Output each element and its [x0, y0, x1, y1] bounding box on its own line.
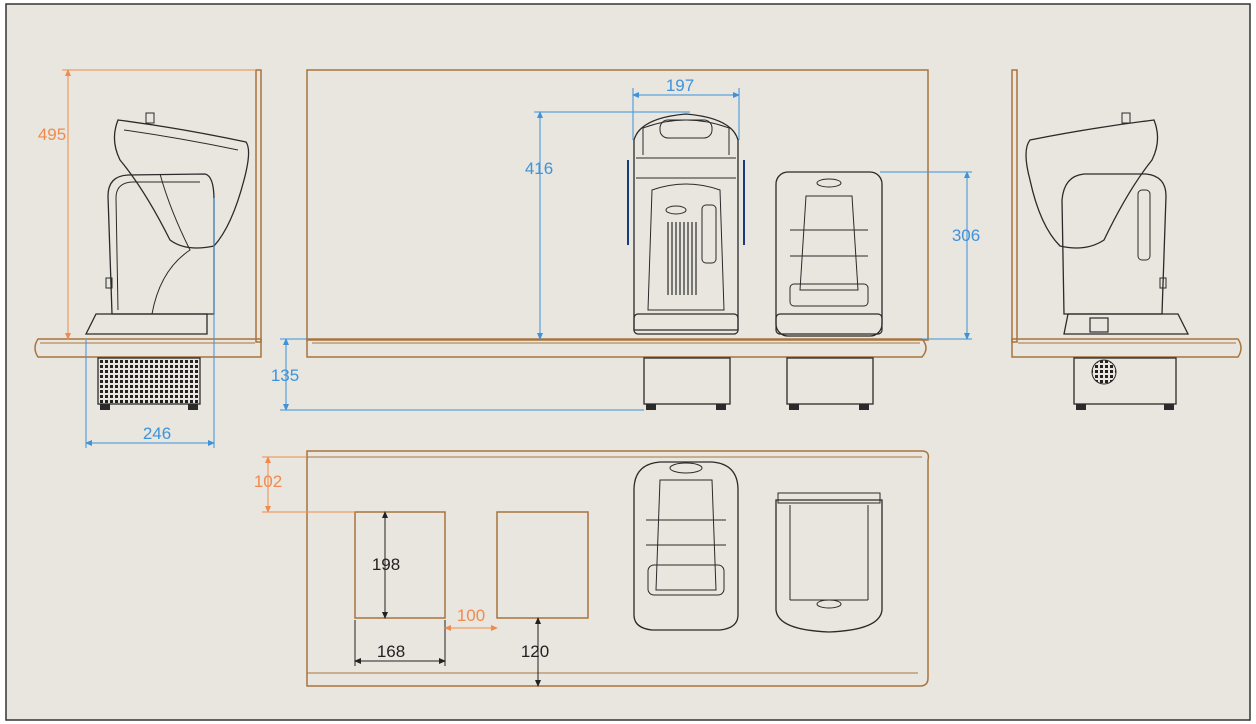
dim-front-margin: 120	[521, 642, 549, 661]
dim-counter-offset: 135	[271, 366, 299, 385]
dim-cutout-width: 168	[377, 642, 405, 661]
under-counter-unit-b	[786, 357, 874, 405]
left-wall-board	[255, 69, 262, 343]
left-counter	[34, 338, 262, 358]
right-wall-board	[1011, 69, 1018, 343]
right-counter	[1011, 338, 1242, 358]
dim-cutout-depth: 198	[372, 555, 400, 574]
coffee-machine-top	[633, 461, 739, 631]
dim-grinder-height: 306	[952, 226, 980, 245]
front-view: 197 416 306 135	[271, 69, 980, 411]
machine-head-side-right	[1025, 119, 1159, 249]
plan-view: 102 198 168 100 120	[254, 450, 930, 687]
grinder-front	[775, 171, 883, 337]
dim-side-height: 495	[38, 125, 66, 144]
dim-cutout-gap: 100	[457, 606, 485, 625]
under-counter-unit-right	[1073, 357, 1177, 405]
dim-machine-height: 416	[525, 159, 553, 178]
barcode-panel	[667, 222, 697, 295]
under-counter-unit-a	[643, 357, 731, 405]
front-wall-board	[306, 69, 929, 341]
dim-side-width: 246	[143, 424, 171, 443]
right-side-view	[1011, 69, 1242, 410]
dim-machine-width: 197	[666, 76, 694, 95]
under-counter-unit-left	[97, 357, 201, 405]
plan-counter-outline	[306, 450, 930, 687]
cutout-left	[354, 511, 446, 619]
machine-body-side	[107, 173, 215, 315]
cutout-right	[496, 511, 589, 619]
coffee-machine-front	[627, 113, 745, 335]
left-side-view: 495 246	[34, 69, 262, 448]
drawing-background	[5, 3, 1251, 721]
grinder-top	[775, 492, 883, 633]
machine-head-side	[113, 119, 250, 249]
dim-top-margin: 102	[254, 472, 282, 491]
machine-body-side-right	[1061, 173, 1167, 315]
